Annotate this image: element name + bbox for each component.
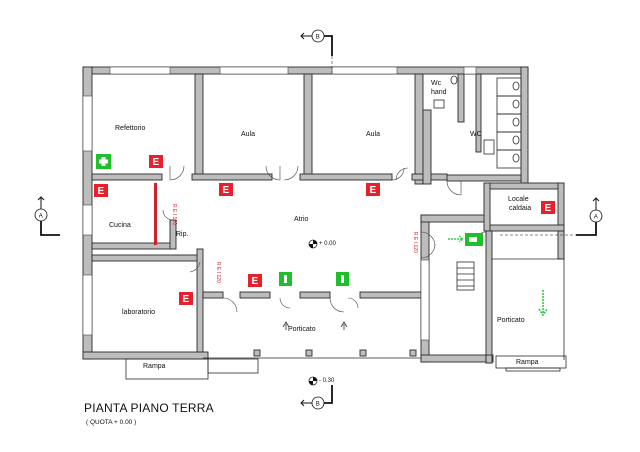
extinguisher-sign-2: E xyxy=(94,184,108,197)
label-refettorio: Refettorio xyxy=(115,125,145,132)
rei-label-3: R E I 120 xyxy=(412,232,418,253)
label-wc-hand-1: Wc xyxy=(431,80,442,87)
svg-text:A: A xyxy=(594,215,598,221)
label-rampa-2: Rampa xyxy=(516,359,539,366)
section-a-left: A xyxy=(34,196,60,236)
label-wc-hand-2: hand xyxy=(431,89,447,96)
label-locale-1: Locale xyxy=(508,196,529,203)
svg-text:E: E xyxy=(183,294,190,305)
label-aula-2: Aula xyxy=(366,131,380,138)
extinguisher-sign-7: E xyxy=(179,292,193,305)
label-cucina: Cucina xyxy=(109,222,131,229)
label-aula-1: Aula xyxy=(241,131,255,138)
label-atrio: Atrio xyxy=(294,216,309,223)
label-locale-2: caldaia xyxy=(509,205,531,212)
level-markers: + 0.00 - 0.30 xyxy=(308,239,337,386)
exit-arrow-icon-2 xyxy=(282,321,290,330)
label-wc: WC xyxy=(470,131,482,138)
svg-text:E: E xyxy=(252,276,259,287)
extinguisher-sign-6: E xyxy=(248,274,262,287)
extinguisher-sign-4: E xyxy=(366,183,380,196)
svg-text:E: E xyxy=(98,186,105,197)
label-porticato-1: Porticato xyxy=(288,326,316,333)
label-rampa-1: Rampa xyxy=(143,363,166,370)
extinguisher-sign-1: E xyxy=(149,155,163,168)
svg-text:E: E xyxy=(153,157,160,168)
exit-arrow-icon xyxy=(538,290,548,317)
svg-text:A: A xyxy=(39,214,43,220)
interior-walls xyxy=(91,73,522,353)
section-b-top: B xyxy=(300,29,333,73)
extinguisher-sign-5: E xyxy=(541,201,555,214)
wc-cubicles xyxy=(433,75,522,169)
porticato-details xyxy=(125,231,567,380)
svg-text:B: B xyxy=(316,402,320,408)
label-rip: Rip. xyxy=(176,231,189,238)
emergency-exit-icon-2 xyxy=(336,272,349,286)
extinguisher-sign-3: E xyxy=(219,183,233,196)
fire-ratings: R E I 120 R E I 120 R E I 120 xyxy=(171,204,418,283)
level-outside: - 0.30 xyxy=(319,378,335,384)
section-a-right: A xyxy=(500,197,603,236)
windows xyxy=(82,66,477,341)
exit-arrow-icon-3 xyxy=(340,321,348,330)
emergency-exit-icon-1 xyxy=(279,272,292,286)
staircase xyxy=(456,261,475,291)
safety-signs: E E E E E E E xyxy=(94,154,555,330)
svg-text:E: E xyxy=(545,203,552,214)
svg-text:B: B xyxy=(316,35,320,41)
drawing-title: PIANTA PIANO TERRA xyxy=(84,401,214,415)
label-laboratorio: laboratorio xyxy=(122,309,155,316)
rei-label-2: R E I 120 xyxy=(215,262,221,283)
emergency-exit-icon-3 xyxy=(448,233,483,246)
svg-text:E: E xyxy=(223,185,230,196)
room-labels: Refettorio Aula Aula Wc hand WC Locale c… xyxy=(109,80,539,370)
doors xyxy=(162,165,487,313)
section-b-bottom: B xyxy=(300,385,333,410)
svg-text:E: E xyxy=(370,185,377,196)
first-aid-icon xyxy=(96,154,111,169)
rei-label-1: R E I 120 xyxy=(171,204,177,225)
label-porticato-2: Porticato xyxy=(497,317,525,324)
level-atrio: + 0.00 xyxy=(319,241,337,247)
drawing-subtitle: ( QUOTA + 0.00 ) xyxy=(86,419,137,426)
